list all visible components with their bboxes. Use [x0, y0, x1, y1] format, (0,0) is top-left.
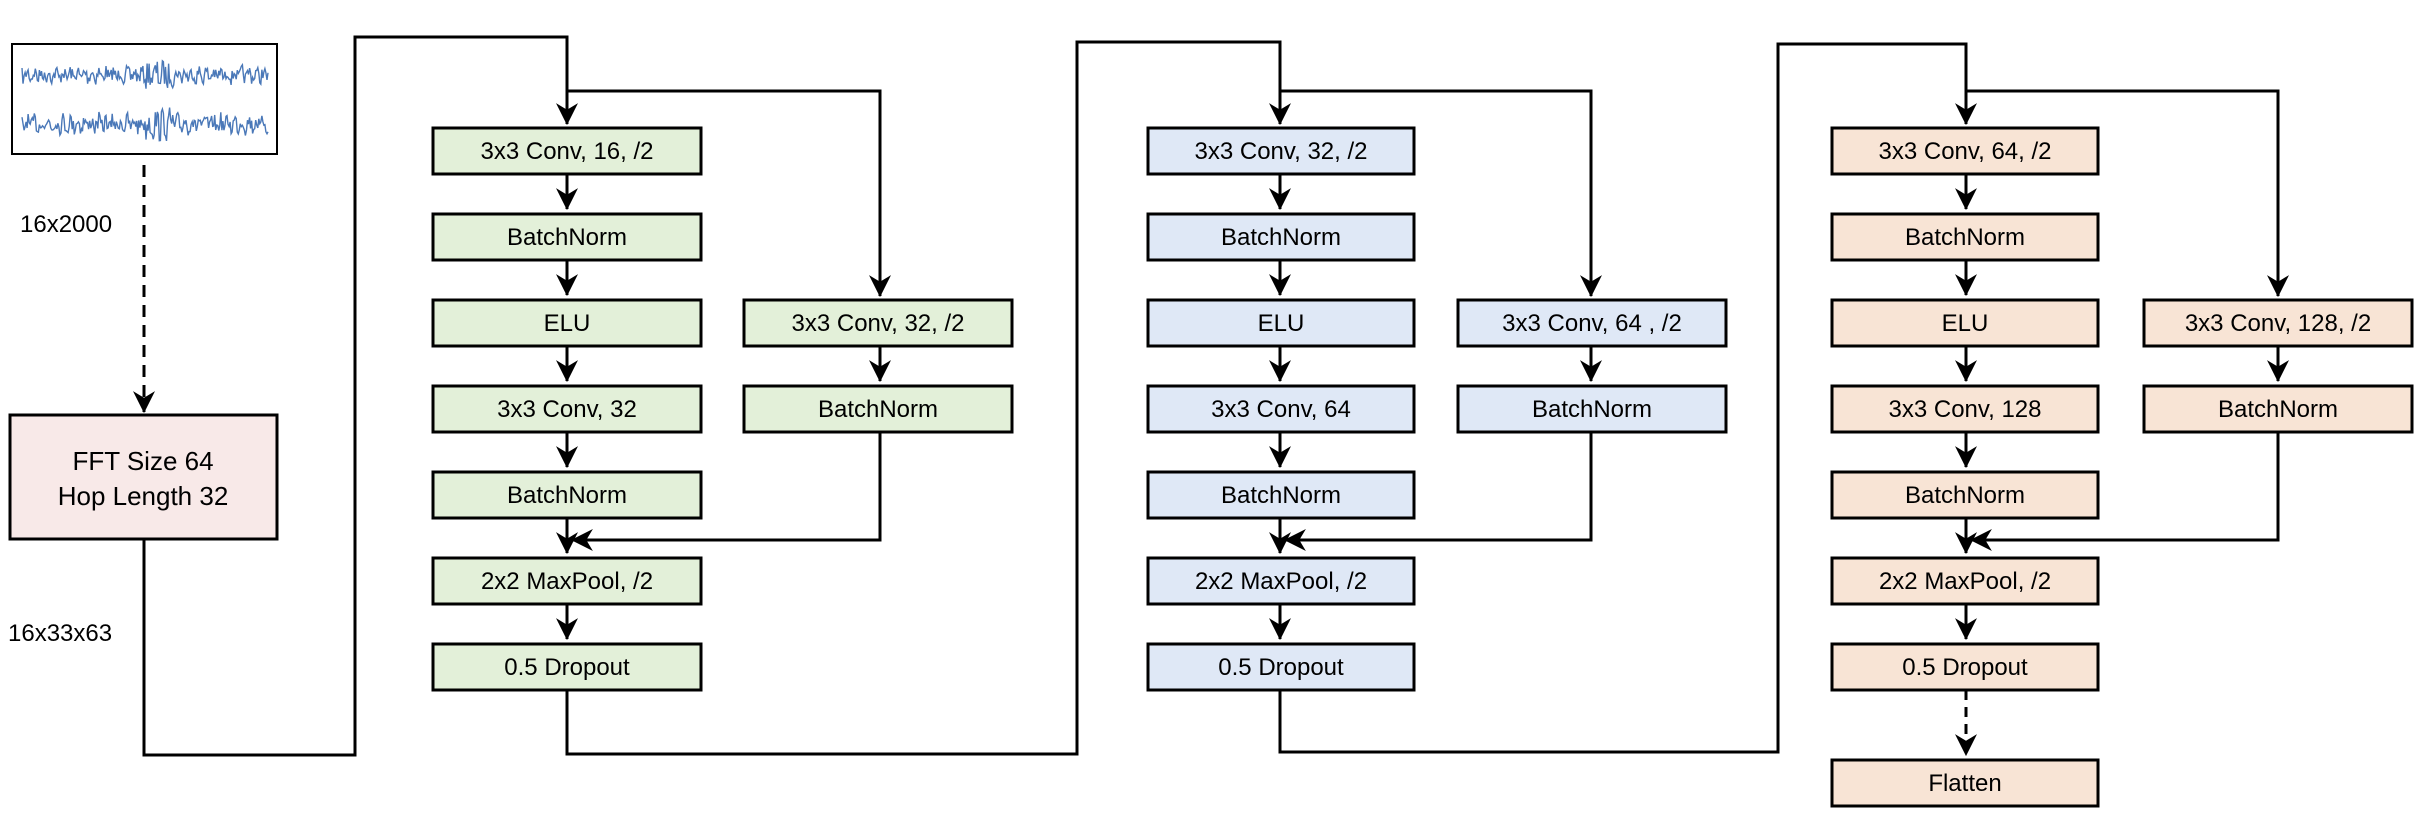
svg-text:Flatten: Flatten [1928, 770, 2001, 797]
svg-text:BatchNorm: BatchNorm [1532, 396, 1652, 423]
eeg-signal-thumbnail [11, 43, 278, 155]
svg-text:0.5 Dropout: 0.5 Dropout [1218, 654, 1344, 681]
svg-text:3x3 Conv, 128: 3x3 Conv, 128 [1889, 396, 2042, 423]
block2-shortcut-arrow [1280, 89, 1602, 298]
connector-stft-to-block1 [142, 35, 578, 757]
stft-fft-size: FFT Size 64 [72, 446, 213, 476]
residual-block-2: 3x3 Conv, 32, /2 BatchNorm ELU 3x3 Conv,… [1146, 89, 1728, 692]
flatten-box: Flatten [1830, 758, 2100, 808]
block3-batchnorm2: BatchNorm [1830, 470, 2100, 520]
svg-text:3x3 Conv, 32, /2: 3x3 Conv, 32, /2 [792, 310, 965, 337]
svg-text:3x3 Conv, 64 , /2: 3x3 Conv, 64 , /2 [1502, 310, 1682, 337]
svg-text:2x2 MaxPool, /2: 2x2 MaxPool, /2 [1879, 568, 2051, 595]
block3-conv2: 3x3 Conv, 128 [1830, 384, 2100, 434]
input-dims-label: 16x2000 [20, 211, 112, 238]
svg-text:BatchNorm: BatchNorm [507, 482, 627, 509]
svg-text:BatchNorm: BatchNorm [818, 396, 938, 423]
block2-shortcut-conv: 3x3 Conv, 64 , /2 [1456, 298, 1728, 348]
svg-text:BatchNorm: BatchNorm [1221, 224, 1341, 251]
block2-batchnorm2: BatchNorm [1146, 470, 1416, 520]
svg-text:3x3 Conv, 64, /2: 3x3 Conv, 64, /2 [1879, 138, 2052, 165]
connector-block2-to-block3 [1278, 42, 1977, 754]
residual-block-1: 3x3 Conv, 16, /2 BatchNorm ELU 3x3 Conv,… [431, 89, 1014, 692]
block3-shortcut-conv: 3x3 Conv, 128, /2 [2142, 298, 2414, 348]
svg-text:ELU: ELU [1258, 310, 1305, 337]
block3-shortcut-batchnorm: BatchNorm [2142, 384, 2414, 434]
block2-shortcut-merge-arrow [1283, 432, 1593, 551]
svg-text:3x3 Conv, 16, /2: 3x3 Conv, 16, /2 [481, 138, 654, 165]
residual-block-3: 3x3 Conv, 64, /2 BatchNorm ELU 3x3 Conv,… [1830, 89, 2414, 808]
block1-batchnorm1: BatchNorm [431, 212, 703, 262]
svg-text:BatchNorm: BatchNorm [507, 224, 627, 251]
svg-text:ELU: ELU [1942, 310, 1989, 337]
block1-shortcut-arrow [567, 89, 891, 298]
svg-text:BatchNorm: BatchNorm [1905, 224, 2025, 251]
block1-dropout: 0.5 Dropout [431, 642, 703, 692]
connector-block1-to-block2 [565, 40, 1291, 756]
svg-text:2x2 MaxPool, /2: 2x2 MaxPool, /2 [481, 568, 653, 595]
block3-shortcut-merge-arrow [1969, 432, 2280, 551]
block3-dropout: 0.5 Dropout [1830, 642, 2100, 692]
block2-elu: ELU [1146, 298, 1416, 348]
block2-shortcut-batchnorm: BatchNorm [1456, 384, 1728, 434]
svg-text:BatchNorm: BatchNorm [1905, 482, 2025, 509]
block1-elu: ELU [431, 298, 703, 348]
block1-shortcut-merge-arrow [570, 432, 882, 551]
svg-text:0.5 Dropout: 0.5 Dropout [504, 654, 630, 681]
svg-text:3x3 Conv, 64: 3x3 Conv, 64 [1211, 396, 1351, 423]
block1-shortcut-conv: 3x3 Conv, 32, /2 [742, 298, 1014, 348]
block1-maxpool: 2x2 MaxPool, /2 [431, 556, 703, 606]
svg-text:2x2 MaxPool, /2: 2x2 MaxPool, /2 [1195, 568, 1367, 595]
block3-batchnorm1: BatchNorm [1830, 212, 2100, 262]
block1-batchnorm2: BatchNorm [431, 470, 703, 520]
svg-text:3x3 Conv, 32: 3x3 Conv, 32 [497, 396, 637, 423]
block2-conv2: 3x3 Conv, 64 [1146, 384, 1416, 434]
block3-maxpool: 2x2 MaxPool, /2 [1830, 556, 2100, 606]
signal-trace-1 [21, 59, 269, 90]
svg-text:ELU: ELU [544, 310, 591, 337]
stft-hop-length: Hop Length 32 [58, 481, 229, 511]
svg-text:3x3 Conv, 128, /2: 3x3 Conv, 128, /2 [2185, 310, 2371, 337]
block1-conv2: 3x3 Conv, 32 [431, 384, 703, 434]
block3-shortcut-arrow [1966, 89, 2289, 298]
stft-box: FFT Size 64 Hop Length 32 [8, 413, 279, 541]
block3-elu: ELU [1830, 298, 2100, 348]
block1-shortcut-batchnorm: BatchNorm [742, 384, 1014, 434]
block2-conv1: 3x3 Conv, 32, /2 [1146, 126, 1416, 176]
block1-conv1: 3x3 Conv, 16, /2 [431, 126, 703, 176]
block2-dropout: 0.5 Dropout [1146, 642, 1416, 692]
svg-text:3x3 Conv, 32, /2: 3x3 Conv, 32, /2 [1195, 138, 1368, 165]
signal-trace-2 [21, 106, 269, 142]
block3-conv1: 3x3 Conv, 64, /2 [1830, 126, 2100, 176]
block2-batchnorm1: BatchNorm [1146, 212, 1416, 262]
svg-text:BatchNorm: BatchNorm [1221, 482, 1341, 509]
stft-dims-label: 16x33x63 [8, 620, 112, 647]
svg-text:0.5 Dropout: 0.5 Dropout [1902, 654, 2028, 681]
block2-maxpool: 2x2 MaxPool, /2 [1146, 556, 1416, 606]
svg-text:BatchNorm: BatchNorm [2218, 396, 2338, 423]
